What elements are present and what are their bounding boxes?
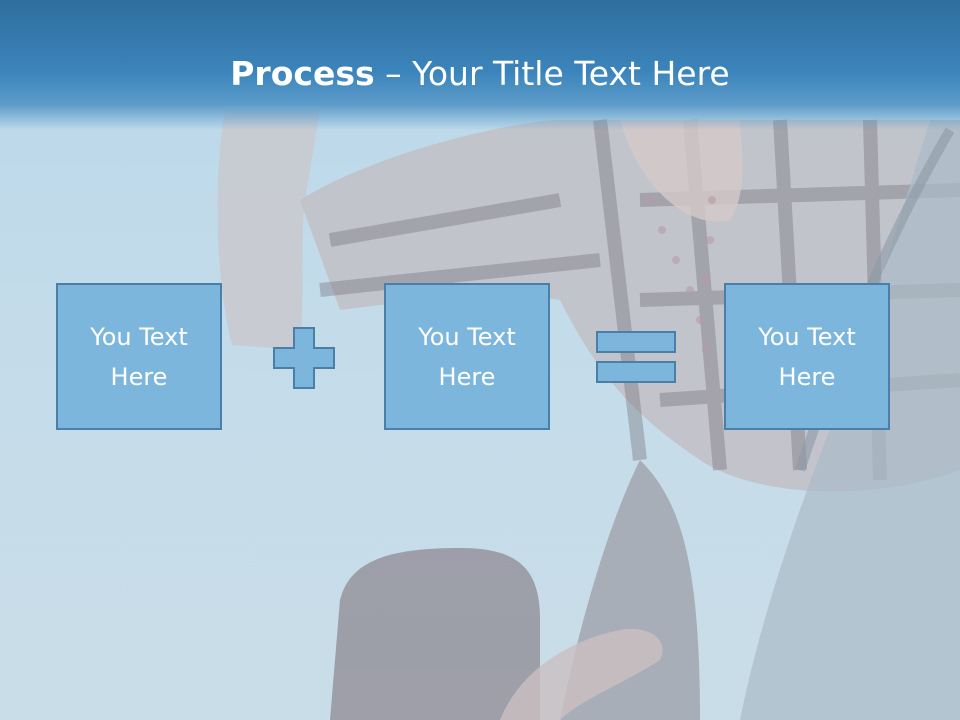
title-rest-part: – Your Title Text Here bbox=[374, 54, 730, 93]
process-box-3-text: You Text Here bbox=[758, 322, 856, 391]
plus-icon bbox=[273, 327, 335, 389]
process-box-1[interactable]: You Text Here bbox=[56, 283, 222, 430]
process-box-2-text: You Text Here bbox=[418, 322, 516, 391]
slide-title: Process – Your Title Text Here bbox=[0, 50, 960, 98]
process-box-1-text: You Text Here bbox=[90, 322, 188, 391]
process-box-3[interactable]: You Text Here bbox=[724, 283, 890, 430]
equals-icon bbox=[596, 331, 676, 383]
title-band bbox=[0, 0, 960, 130]
title-bold-part: Process bbox=[230, 54, 375, 93]
process-box-2[interactable]: You Text Here bbox=[384, 283, 550, 430]
